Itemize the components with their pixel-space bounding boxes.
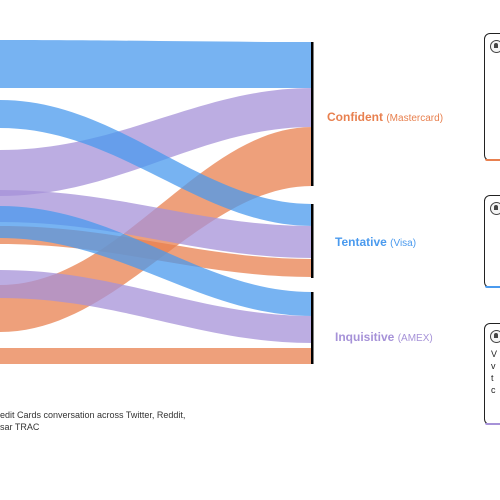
sankey-links [0,40,312,364]
node-label-confident-text: Confident [327,110,383,124]
node-bar-inquisitive [311,292,314,364]
node-bar-confident [311,42,314,186]
sankey-node-bars [311,42,314,364]
node-label-tentative-brand: (Visa) [390,238,417,249]
footnote-line-2: sar TRAC [0,422,40,432]
card-text-line: t [491,373,494,383]
node-label-tentative-text: Tentative [335,235,387,249]
card-accent-line [485,423,500,425]
user-avatar-icon [490,202,500,215]
node-label-confident-brand: (Mastercard) [386,113,444,124]
card-text-line: V [491,349,498,359]
flow-tentative-to-tentative [0,100,312,226]
node-bar-tentative [311,204,314,278]
flow-inquisitive-to-confident [0,88,312,196]
flow-tentative-to-confident [0,40,312,88]
footnote-line-1: edit Cards conversation across Twitter, … [0,410,186,420]
node-label-inquisitive-brand: (AMEX) [397,333,433,344]
card-text: V v t c [491,348,500,396]
user-avatar-icon [490,330,500,343]
source-footnote: edit Cards conversation across Twitter, … [0,409,185,433]
card-accent-line [485,286,500,288]
flow-inquisitive-to-inquisitive [0,270,312,343]
user-avatar-icon [490,40,500,53]
flow-inquisitive-to-tentative [0,190,312,258]
flow-tentative-to-inquisitive [0,206,312,316]
tweet-card-inquisitive[interactable]: V v t c [484,323,500,425]
card-accent-line [485,159,500,161]
card-text-line: v [491,361,496,371]
node-label-inquisitive-text: Inquisitive [335,330,395,344]
card-text-line: c [491,385,496,395]
node-label-confident: Confident (Mastercard) [327,110,443,124]
node-label-tentative: Tentative (Visa) [335,235,416,249]
tweet-card-tentative[interactable] [484,195,500,288]
tweet-card-confident[interactable] [484,33,500,161]
node-label-inquisitive: Inquisitive (AMEX) [335,330,433,344]
flow-confident-to-inquisitive [0,348,312,364]
